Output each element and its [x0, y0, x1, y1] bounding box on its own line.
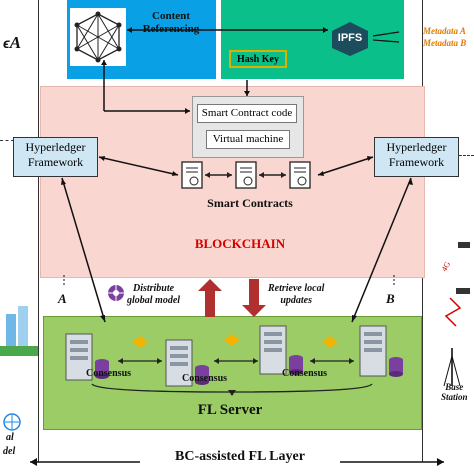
- global-model-icon: [108, 285, 124, 301]
- left-partial-text-2: del: [3, 446, 16, 457]
- flow-arrows: [198, 279, 266, 317]
- distribute-line2: global model: [127, 295, 181, 306]
- up-arrow-icon: [198, 279, 222, 317]
- smart-contracts-label: Smart Contracts: [207, 196, 293, 210]
- distribute-global-model-label: Distribute global model: [127, 283, 180, 307]
- base-station-line1: Base: [445, 382, 464, 392]
- hyperledger-left-line2: Framework: [27, 155, 84, 169]
- contract-icon-1: [181, 161, 203, 189]
- left-partial-letter: A: [9, 33, 22, 52]
- left-partial-label: ϵA: [3, 33, 21, 53]
- server-1: [65, 333, 109, 381]
- network-hub-icon: [70, 8, 126, 66]
- server-4: [359, 325, 403, 377]
- signal-bolt-icon: [444, 297, 462, 327]
- metadata-a-label: Metadata A: [423, 26, 466, 36]
- retrieve-line2: updates: [280, 295, 313, 306]
- block-icon-3: [322, 336, 338, 348]
- city-buildings-icon: [0, 306, 38, 356]
- right-dashed-line: [459, 155, 474, 156]
- flow-label-b: B: [386, 291, 395, 306]
- ipfs-hexagon-icon: [332, 22, 368, 56]
- fl-servers: [65, 325, 403, 396]
- smart-contract-code-label: Smart Contract code: [197, 104, 297, 123]
- retrieve-line1: Retrieve local: [268, 283, 325, 294]
- base-station-line2: Station: [441, 392, 468, 402]
- hash-key-label: Hash Key: [229, 50, 287, 68]
- contract-icon-2: [235, 161, 257, 189]
- left-side-panel: [0, 0, 39, 462]
- ipfs-label: IPFS: [337, 32, 363, 44]
- base-station-label: Base Station: [441, 382, 468, 402]
- left-partial-glyph: ϵ: [3, 35, 10, 51]
- left-dashed-line: [0, 140, 14, 141]
- flow-label-a: A: [58, 291, 67, 306]
- retrieve-local-updates-label: Retrieve local updates: [268, 283, 324, 307]
- server-3: [259, 325, 303, 375]
- blockchain-label: BLOCKCHAIN: [194, 236, 286, 251]
- metadata-b-label: Metadata B: [423, 38, 467, 48]
- smart-contract-icons: [181, 161, 311, 189]
- hyperledger-right-line1: Hyperledger: [386, 140, 447, 154]
- distribute-line1: Distribute: [132, 283, 175, 294]
- block-icon-2: [224, 334, 240, 346]
- drone-icon-2: [456, 288, 470, 294]
- left-partial-text-1: al: [6, 432, 14, 443]
- hyperledger-left-line1: Hyperledger: [25, 140, 86, 154]
- ipfs-icon: IPFS: [330, 21, 370, 57]
- hyperledger-framework-right: Hyperledger Framework: [374, 137, 459, 177]
- consensus-label-1: Consensus: [86, 368, 132, 379]
- server-2: [165, 339, 209, 387]
- network-node-icon: [3, 413, 21, 431]
- hyperledger-right-line2: Framework: [388, 155, 445, 169]
- virtual-machine-label: Virtual machine: [206, 130, 290, 149]
- content-referencing-label: Content Referencing: [142, 10, 200, 35]
- contract-icon-3: [289, 161, 311, 189]
- consensus-label-3: Consensus: [282, 368, 328, 379]
- fl-server-label: FL Server: [197, 402, 263, 418]
- drone-icon-1: [458, 242, 470, 248]
- wireless-base-station-icon: [443, 242, 470, 387]
- hyperledger-framework-left: Hyperledger Framework: [13, 137, 98, 177]
- consensus-label-2: Consensus: [182, 373, 228, 384]
- block-icon-1: [132, 336, 148, 348]
- down-arrow-icon: [242, 279, 266, 317]
- bc-assisted-fl-layer-label: BC-assisted FL Layer: [140, 449, 340, 465]
